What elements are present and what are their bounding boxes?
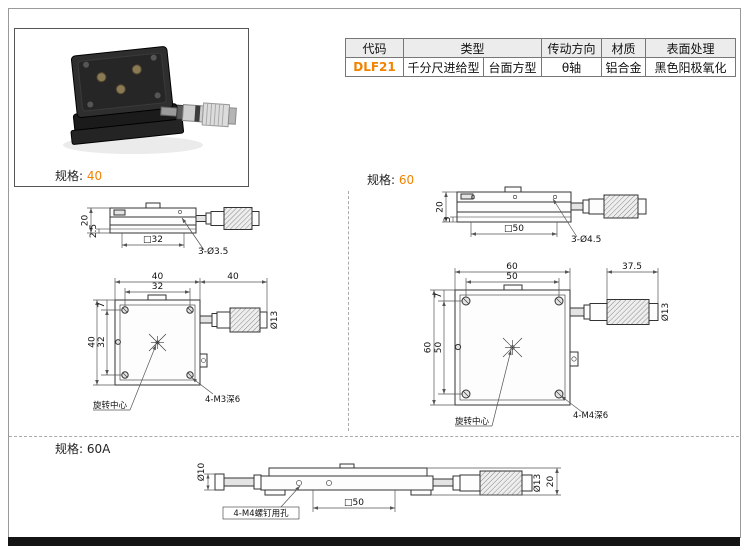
stage-60-side-body [456,186,572,223]
dim-base-2-5: 2.5 [89,224,99,238]
dim-width-50: □50 [504,224,524,234]
spec-table-header-row: 代码 类型 传动方向 材质 表面处理 [345,38,736,58]
dim-edge-7: 7 [97,302,107,308]
rotation-center-mark [148,333,167,352]
stage-60a-body [260,463,434,496]
knurl-barrel [223,207,253,230]
drawing-60a-side: Ø10 4-M4螺钉用孔 □50 Ø13 20 [196,462,561,520]
cell-surface: 黑色阳极氧化 [645,57,736,77]
rotation-center-mark [502,337,523,358]
spec-label-40: 规格: 40 [55,167,102,184]
rotation-center-label: 旋转中心 [455,416,490,427]
dim-left-50: 50 [434,342,444,354]
dim-holes-3xd3-5: 3-Ø3.5 [198,246,228,257]
dim-height-20: 20 [81,215,91,227]
dim-left-60: 60 [424,342,434,354]
horizontal-divider [9,436,739,437]
spec-label-60: 规格: 60 [367,171,414,188]
side-knob [199,353,208,368]
dimensions-60-side: 20 3 □50 3-Ø4.5 [436,191,601,245]
spec-value-60a: 60A [86,442,111,456]
dim-edge-7: 7 [434,293,444,299]
micrometer-40-side [195,207,260,230]
product-photo-box: 规格: 40 [14,28,249,187]
drawing-40-side: 20 2.5 □32 3-Ø3.5 [81,202,260,257]
dimensions-60a: Ø10 4-M4螺钉用孔 □50 Ø13 20 [196,462,561,520]
header-type: 类型 [403,38,542,58]
cell-type-feed: 千分尺进给型 [403,57,484,77]
side-knob [569,351,579,367]
spec-label-60a: 规格: 60A [55,440,110,457]
dim-top-40: 40 [152,272,164,282]
header-drive: 传动方向 [541,38,602,58]
dim-top-60: 60 [506,262,518,272]
drawing-40-top: 40 32 40 40 7 32 Ø13 旋转中心 4-M3深6 [88,272,281,411]
dim-screw-holes-label: 4-M4螺钉用孔 [233,508,289,519]
left-actuator-60a [214,473,262,491]
dim-height-20: 20 [546,476,556,488]
dim-top-50: 50 [506,272,518,282]
stage-60-top-body [454,284,579,406]
knurl-barrel [479,470,523,496]
spec-label-prefix: 规格: [367,173,396,187]
dim-barrel-d13: Ø13 [269,311,280,330]
dim-holes-4m3: 4-M3深6 [205,395,240,405]
cell-code: DLF21 [345,57,404,77]
spec-value-40: 40 [86,169,103,183]
dim-left-32: 32 [97,336,107,347]
dim-dia-10: Ø10 [196,462,207,481]
stage-40-top-body [114,294,208,386]
cell-drive: θ轴 [541,57,602,77]
knurl-barrel [229,307,261,333]
drawing-60-top: 60 50 37.5 60 7 50 Ø13 旋转中心 4-M4深6 [424,262,672,427]
drawing-60-side: 20 3 □50 3-Ø4.5 [436,186,647,245]
knurl-barrel [606,299,650,325]
product-photo [63,46,237,154]
dim-holes-3xd4-5: 3-Ø4.5 [571,234,601,245]
dim-holes-4m4: 4-M4深6 [573,411,608,421]
spec-label-prefix: 规格: [55,442,84,456]
dimensions-40-side: 20 2.5 □32 3-Ø3.5 [81,207,228,257]
micrometer-40-top [199,307,268,333]
dim-travel-37-5: 37.5 [622,262,642,272]
dim-travel-40: 40 [227,272,239,282]
micrometer-60-top [569,299,659,325]
dim-left-40: 40 [88,336,98,348]
dim-width-32: □32 [143,235,163,245]
cell-material: 铝合金 [601,57,646,77]
header-code: 代码 [345,38,404,58]
dimensions-40-top: 40 32 40 40 7 32 Ø13 旋转中心 4-M3深6 [88,272,281,411]
page-footer-bar [8,537,740,546]
cell-type-table: 台面方型 [483,57,542,77]
spec-value-60: 60 [398,173,415,187]
dim-width-50: □50 [344,498,364,508]
dim-top-32: 32 [152,282,163,292]
header-material: 材质 [601,38,646,58]
micrometer-60-side [570,194,647,219]
dim-height-20: 20 [436,201,446,213]
dim-base-3: 3 [443,217,453,223]
header-surface: 表面处理 [645,38,736,58]
micrometer-photo [160,102,237,128]
dim-barrel-d13: Ø13 [532,474,543,493]
micrometer-60a [432,470,533,496]
stage-body-photo [70,46,185,145]
dimensions-60-top: 60 50 37.5 60 7 50 Ø13 旋转中心 4-M4深6 [424,262,672,427]
spec-table: 代码 类型 传动方向 材质 表面处理 DLF21 千分尺进给型 台面方型 θ轴 … [345,38,736,77]
spec-label-prefix: 规格: [55,169,84,183]
rotation-center-label: 旋转中心 [93,400,128,411]
stage-40-side-body [109,202,197,234]
vertical-divider [348,191,349,431]
knurl-barrel [603,194,639,219]
corner-screws [121,306,194,379]
dim-barrel-d13: Ø13 [660,303,671,322]
spec-table-data-row: DLF21 千分尺进给型 台面方型 θ轴 铝合金 黑色阳极氧化 [345,57,736,77]
